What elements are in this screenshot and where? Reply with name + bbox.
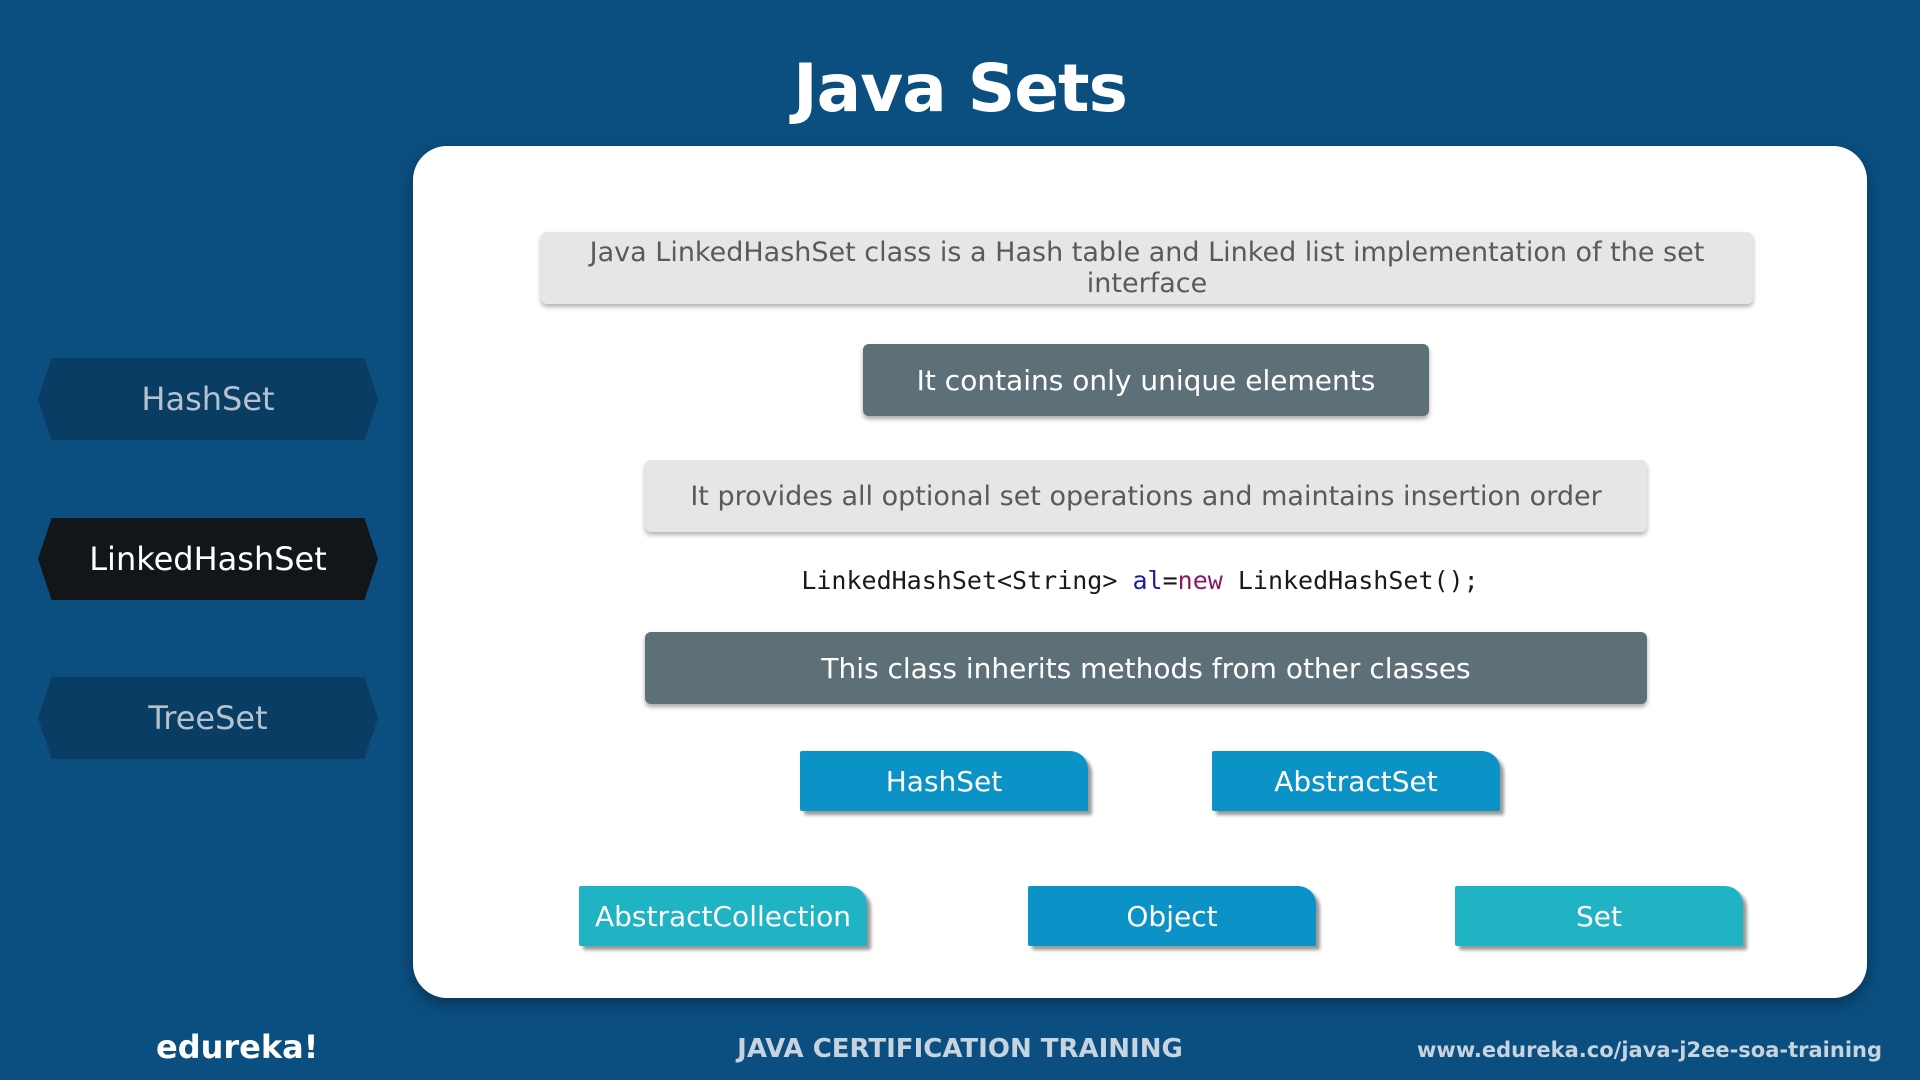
class-chip-abstractcollection[interactable]: AbstractCollection: [579, 886, 867, 946]
nav-item-label: TreeSet: [148, 699, 268, 737]
class-chip-label: Set: [1576, 899, 1622, 933]
description-text: Java LinkedHashSet class is a Hash table…: [589, 237, 1705, 299]
edureka-logo: edureka!: [156, 1028, 319, 1066]
class-chip-label: AbstractCollection: [594, 899, 852, 933]
nav-item-label: LinkedHashSet: [89, 540, 327, 578]
slide-title: Java Sets: [793, 50, 1128, 127]
class-chip-set[interactable]: Set: [1455, 886, 1743, 946]
code-variable: al: [1132, 566, 1163, 595]
description-box: Java LinkedHashSet class is a Hash table…: [541, 232, 1753, 304]
unique-elements-box: It contains only unique elements: [863, 344, 1429, 416]
course-title: JAVA CERTIFICATION TRAINING: [737, 1034, 1183, 1064]
code-keyword: new: [1177, 566, 1223, 595]
unique-elements-text: It contains only unique elements: [916, 363, 1376, 397]
nav-item-hashset[interactable]: HashSet: [38, 358, 378, 440]
class-chip-hashset[interactable]: HashSet: [800, 751, 1088, 811]
class-chip-object[interactable]: Object: [1028, 886, 1316, 946]
class-chip-label: AbstractSet: [1274, 764, 1438, 798]
code-type: LinkedHashSet<String>: [801, 566, 1133, 595]
set-operations-text: It provides all optional set operations …: [690, 480, 1602, 512]
footer-url[interactable]: www.edureka.co/java-j2ee-soa-training: [1417, 1038, 1882, 1062]
code-equals: =: [1162, 566, 1178, 595]
content-panel: Java LinkedHashSet class is a Hash table…: [413, 146, 1867, 998]
nav-item-linkedhashset[interactable]: LinkedHashSet: [38, 518, 378, 600]
nav-item-treeset[interactable]: TreeSet: [38, 677, 378, 759]
class-chip-abstractset[interactable]: AbstractSet: [1212, 751, 1500, 811]
inherits-box: This class inherits methods from other c…: [645, 632, 1647, 704]
inherits-text: This class inherits methods from other c…: [821, 651, 1471, 685]
nav-item-label: HashSet: [141, 380, 275, 418]
class-chip-label: Object: [1126, 899, 1218, 933]
code-constructor: LinkedHashSet();: [1222, 566, 1479, 595]
class-chip-label: HashSet: [885, 764, 1003, 798]
set-operations-box: It provides all optional set operations …: [645, 460, 1647, 532]
code-snippet: LinkedHashSet<String> al=new LinkedHashS…: [413, 566, 1867, 595]
